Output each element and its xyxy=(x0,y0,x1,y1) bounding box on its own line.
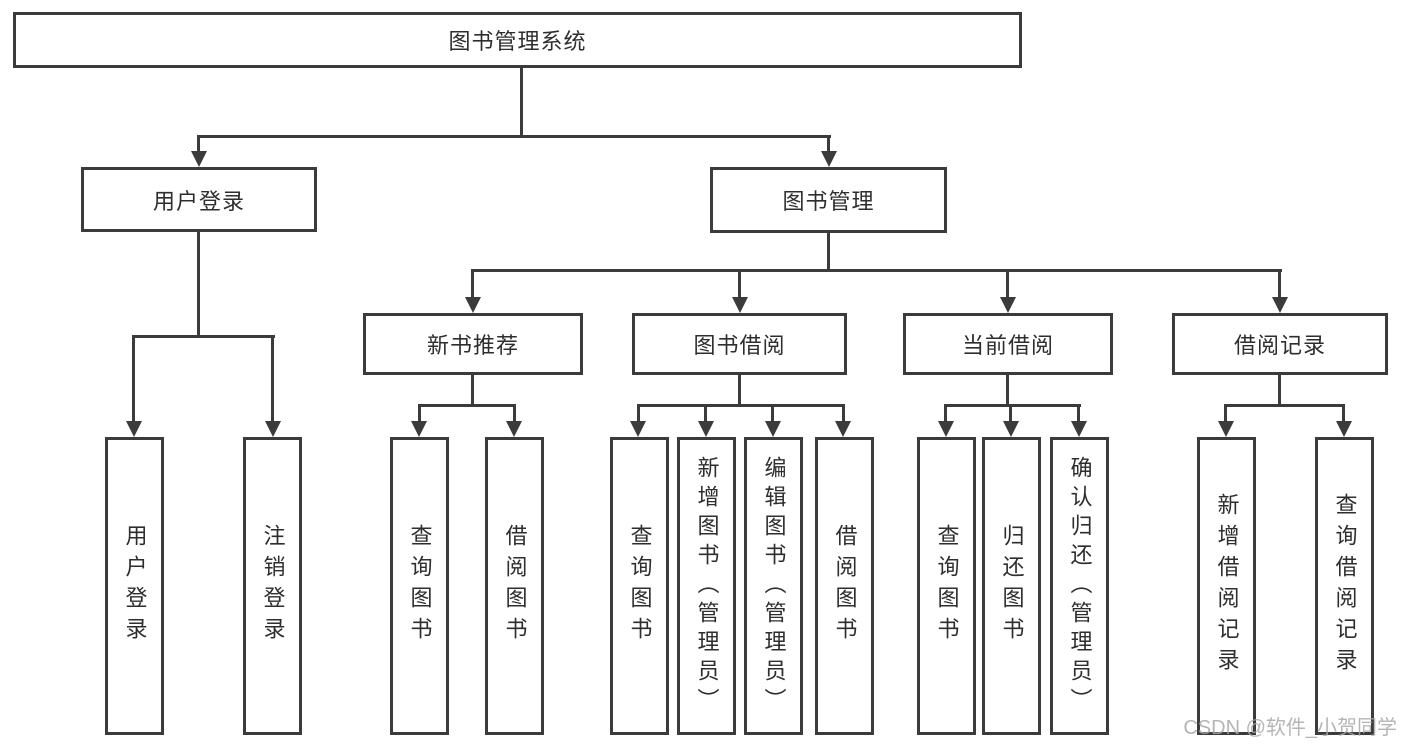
leaf-borrow-add-book-admin: 新增图书（管理员） xyxy=(677,437,736,735)
connector-horizontal xyxy=(197,135,831,138)
leaf-recommend-borrow-book-label: 借阅图书 xyxy=(502,524,528,648)
connector-vertical xyxy=(1278,375,1281,407)
connector-vertical xyxy=(197,135,200,153)
leaf-record-query-borrow-record: 查询借阅记录 xyxy=(1315,437,1374,735)
connector-horizontal xyxy=(471,269,1282,272)
connector-vertical xyxy=(738,269,741,299)
leaf-borrow-edit-book-admin: 编辑图书（管理员） xyxy=(744,437,803,735)
leaf-recommend-query-book: 查询图书 xyxy=(390,437,449,735)
arrowhead-down-icon xyxy=(465,297,481,313)
connector-vertical xyxy=(271,335,274,423)
leaf-recommend-query-book-label: 查询图书 xyxy=(407,524,433,648)
connector-vertical xyxy=(704,404,707,423)
branch-book-management: 图书管理 xyxy=(710,167,947,233)
connector-horizontal xyxy=(1224,404,1345,407)
arrowhead-down-icon xyxy=(821,151,837,167)
node-borrow-record-label: 借阅记录 xyxy=(1233,333,1326,358)
leaf-borrow-borrow-book: 借阅图书 xyxy=(815,437,874,735)
connector-vertical xyxy=(513,404,516,423)
leaf-recommend-borrow-book: 借阅图书 xyxy=(485,437,544,735)
arrowhead-down-icon xyxy=(630,421,646,437)
arrowhead-down-icon xyxy=(411,421,427,437)
leaf-record-add-borrow-record: 新增借阅记录 xyxy=(1197,437,1256,735)
branch-user-login: 用户登录 xyxy=(81,167,317,232)
connector-vertical xyxy=(1342,404,1345,423)
connector-vertical xyxy=(827,233,830,272)
node-current-borrow-label: 当前借阅 xyxy=(961,333,1054,358)
node-new-book-recommend-label: 新书推荐 xyxy=(426,333,519,358)
arrowhead-down-icon xyxy=(1336,421,1352,437)
connector-vertical xyxy=(842,404,845,423)
node-borrow-record: 借阅记录 xyxy=(1172,313,1388,375)
arrowhead-down-icon xyxy=(265,421,281,437)
connector-horizontal xyxy=(418,404,516,407)
connector-vertical xyxy=(944,404,947,423)
connector-vertical xyxy=(1009,404,1012,423)
connector-vertical xyxy=(827,135,830,153)
leaf-record-add-borrow-record-label: 新增借阅记录 xyxy=(1214,493,1240,679)
arrowhead-down-icon xyxy=(126,421,142,437)
leaf-borrow-query-book-label: 查询图书 xyxy=(627,524,653,648)
connector-horizontal xyxy=(944,404,1081,407)
connector-vertical xyxy=(197,232,200,338)
leaf-logout-login: 注销登录 xyxy=(243,437,302,735)
connector-horizontal xyxy=(637,404,845,407)
leaf-current-query-book: 查询图书 xyxy=(917,437,976,735)
connector-vertical xyxy=(771,404,774,423)
arrowhead-down-icon xyxy=(938,421,954,437)
connector-vertical xyxy=(738,375,741,407)
connector-vertical xyxy=(520,68,523,138)
connector-vertical xyxy=(637,404,640,423)
node-book-borrow-label: 图书借阅 xyxy=(693,333,786,358)
arrowhead-down-icon xyxy=(835,421,851,437)
leaf-logout-login-label: 注销登录 xyxy=(260,524,286,648)
node-current-borrow: 当前借阅 xyxy=(903,313,1113,375)
arrowhead-down-icon xyxy=(191,151,207,167)
leaf-borrow-add-book-admin-label: 新增图书（管理员） xyxy=(694,455,720,717)
connector-vertical xyxy=(1224,404,1227,423)
connector-vertical xyxy=(418,404,421,423)
leaf-borrow-edit-book-admin-label: 编辑图书（管理员） xyxy=(761,455,787,717)
leaf-current-return-book-label: 归还图书 xyxy=(999,524,1025,648)
connector-vertical xyxy=(1006,375,1009,407)
root-node-label: 图书管理系统 xyxy=(448,29,587,54)
connector-horizontal xyxy=(132,335,275,338)
connector-vertical xyxy=(1278,269,1281,299)
connector-vertical xyxy=(471,269,474,299)
arrowhead-down-icon xyxy=(698,421,714,437)
arrowhead-down-icon xyxy=(1003,421,1019,437)
leaf-current-return-book: 归还图书 xyxy=(982,437,1041,735)
leaf-current-confirm-return-admin-label: 确认归还（管理员） xyxy=(1067,455,1093,717)
leaf-user-login: 用户登录 xyxy=(105,437,164,735)
arrowhead-down-icon xyxy=(506,421,522,437)
arrowhead-down-icon xyxy=(1272,297,1288,313)
leaf-current-confirm-return-admin: 确认归还（管理员） xyxy=(1050,437,1109,735)
arrowhead-down-icon xyxy=(732,297,748,313)
arrowhead-down-icon xyxy=(1000,297,1016,313)
watermark: CSDN @软件_小贺同学 xyxy=(1183,717,1397,739)
leaf-borrow-query-book: 查询图书 xyxy=(610,437,669,735)
leaf-user-login-label: 用户登录 xyxy=(122,524,148,648)
connector-vertical xyxy=(1006,269,1009,299)
leaf-current-query-book-label: 查询图书 xyxy=(934,524,960,648)
node-new-book-recommend: 新书推荐 xyxy=(363,313,583,375)
root-node: 图书管理系统 xyxy=(13,12,1022,68)
connector-vertical xyxy=(132,335,135,423)
arrowhead-down-icon xyxy=(1218,421,1234,437)
leaf-record-query-borrow-record-label: 查询借阅记录 xyxy=(1332,493,1358,679)
connector-vertical xyxy=(1077,404,1080,423)
arrowhead-down-icon xyxy=(765,421,781,437)
node-book-borrow: 图书借阅 xyxy=(632,313,847,375)
leaf-borrow-borrow-book-label: 借阅图书 xyxy=(832,524,858,648)
branch-user-login-label: 用户登录 xyxy=(152,188,245,214)
branch-book-management-label: 图书管理 xyxy=(782,189,875,214)
arrowhead-down-icon xyxy=(1071,421,1087,437)
connector-vertical xyxy=(471,375,474,407)
